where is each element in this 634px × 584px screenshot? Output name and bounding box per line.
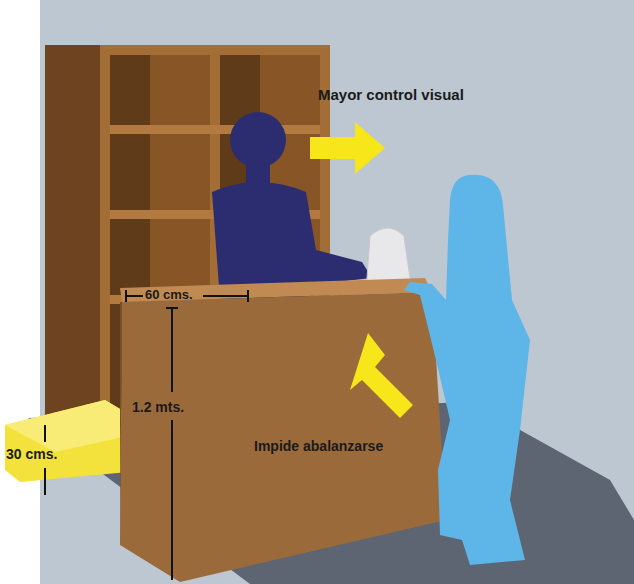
arrow-up-left bbox=[350, 333, 413, 418]
dimension-label: 60 cms. bbox=[145, 288, 193, 303]
dimension-label: Impide abalanzarse bbox=[254, 438, 383, 454]
customer-silhouette bbox=[404, 175, 530, 565]
dimension-label: 30 cms. bbox=[6, 446, 57, 462]
counter bbox=[120, 278, 446, 582]
dimension-lines bbox=[45, 290, 248, 580]
dimension-label: 1.2 mts. bbox=[130, 398, 186, 416]
dimension-label: Mayor control visual bbox=[318, 86, 464, 103]
arrow-right bbox=[310, 122, 385, 174]
